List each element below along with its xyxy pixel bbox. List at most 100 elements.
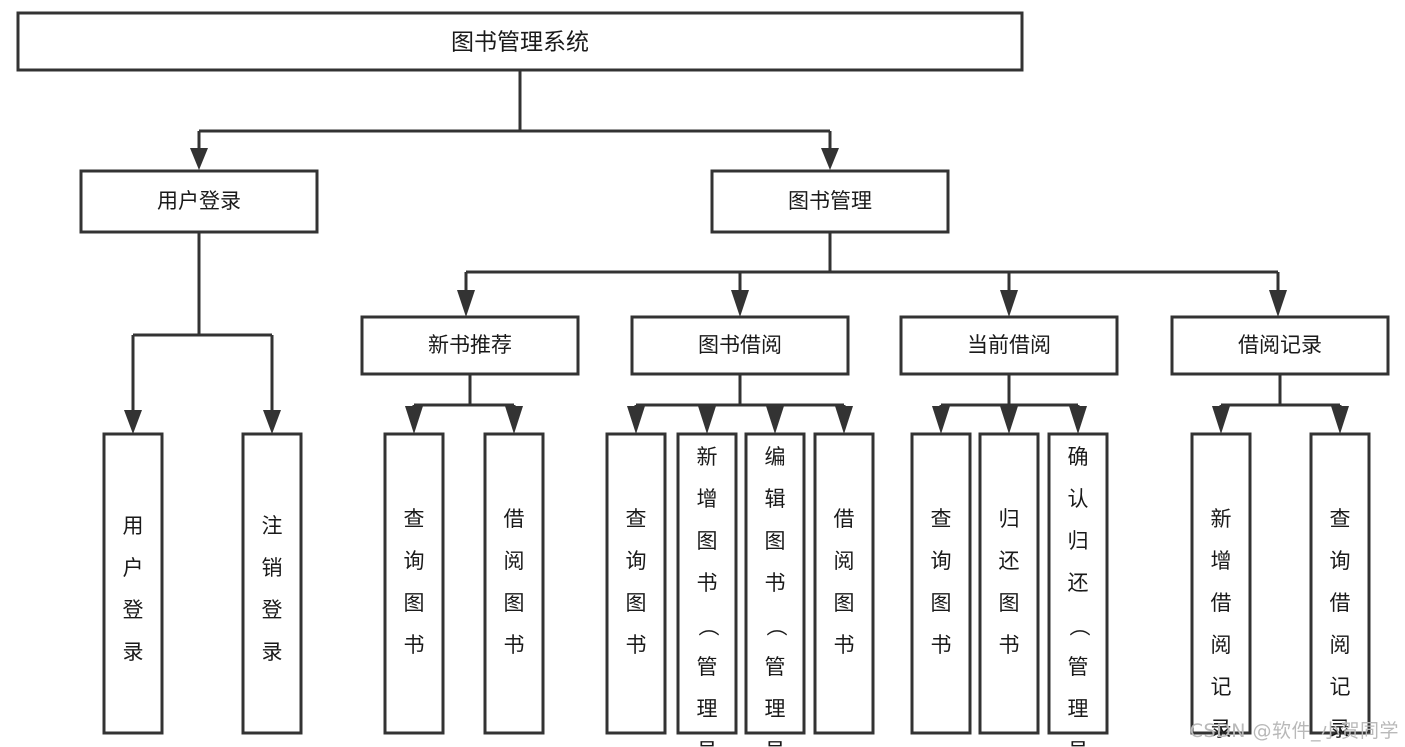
node-root-system[interactable]: 图书管理系统 (16, 11, 1024, 72)
leaf-label-char: 询 (1330, 549, 1351, 573)
leaf-box-bookborrow-query[interactable] (605, 432, 667, 735)
arrow-head-leaf-logout (263, 410, 281, 434)
arrow-head-user-login (190, 148, 208, 170)
node-box-current-borrow[interactable] (899, 315, 1119, 376)
leaf-label-char: 理 (697, 697, 718, 721)
leaf-label-char: 注 (262, 514, 283, 538)
node-box-book-borrow[interactable] (630, 315, 850, 376)
arrow-head-currentborrow-leaf-1 (932, 406, 950, 434)
node-user-login[interactable]: 用户登录 (79, 169, 319, 234)
leaf-label-char: 理 (1068, 697, 1089, 721)
leaf-label-char: 管 (697, 655, 718, 679)
leaf-label-char: 辑 (765, 487, 786, 511)
arrow-head-current-borrow (1000, 290, 1018, 317)
leaf-box-user-login-login[interactable] (102, 432, 164, 735)
leaf-box-currentborrow-return[interactable] (978, 432, 1040, 735)
leaf-box-borrowrecord-add[interactable] (1190, 432, 1252, 735)
leaf-node-user-login-login[interactable]: 用户登录 (102, 432, 164, 735)
arrow-head-newbook-leaf-2 (505, 406, 523, 434)
node-label-borrow-record: 借阅记录 (1238, 333, 1322, 357)
node-label-new-book-recommend: 新书推荐 (428, 333, 512, 357)
arrow-head-borrowrecord-leaf-1 (1212, 406, 1230, 434)
leaf-label-char: 阅 (504, 549, 525, 573)
leaf-label-char: 图 (404, 591, 425, 615)
leaf-label-char: 理 (765, 697, 786, 721)
leaf-label-char: 询 (626, 549, 647, 573)
node-box-book-management[interactable] (710, 169, 950, 234)
leaf-box-bookborrow-borrow[interactable] (813, 432, 875, 735)
leaf-label-char: 员 (765, 739, 786, 747)
leaf-box-currentborrow-query[interactable] (910, 432, 972, 735)
node-current-borrow[interactable]: 当前借阅 (899, 315, 1119, 376)
arrow-head-newbook-leaf-1 (405, 406, 423, 434)
leaf-label-char: 认 (1068, 487, 1089, 511)
leaf-box-bookborrow-add[interactable] (676, 432, 738, 735)
leaf-label-char: 新 (1211, 507, 1232, 531)
leaf-label-char: 查 (931, 507, 952, 531)
arrow-head-bookborrow-leaf-2 (698, 406, 716, 434)
node-box-borrow-record[interactable] (1170, 315, 1390, 376)
node-label-root: 图书管理系统 (451, 30, 589, 56)
leaf-label-char: 书 (626, 633, 647, 657)
leaf-label-char: 阅 (1211, 633, 1232, 657)
leaf-label-char: 书 (931, 633, 952, 657)
leaf-label-char: 记 (1330, 675, 1351, 699)
leaf-label-char: 查 (626, 507, 647, 531)
node-box-new-book-recommend[interactable] (360, 315, 580, 376)
leaf-label-char: 书 (697, 571, 718, 595)
node-borrow-record[interactable]: 借阅记录 (1170, 315, 1390, 376)
node-box-root[interactable] (16, 11, 1024, 72)
leaf-label-char: 图 (697, 529, 718, 553)
leaf-label-char: 询 (404, 549, 425, 573)
arrow-head-book-mgmt (821, 148, 839, 170)
arrow-head-book-borrow (731, 290, 749, 317)
leaf-box-user-login-logout[interactable] (241, 432, 303, 735)
leaf-label-char: 确 (1068, 445, 1089, 469)
leaf-box-newbook-borrow[interactable] (483, 432, 545, 735)
leaf-label-char: 查 (404, 507, 425, 531)
leaf-box-currentborrow-confirm[interactable] (1047, 432, 1109, 735)
arrow-head-bookborrow-leaf-3 (766, 406, 784, 434)
node-new-book-recommend[interactable]: 新书推荐 (360, 315, 580, 376)
leaf-box-newbook-query[interactable] (383, 432, 445, 735)
leaf-label-char: 还 (1068, 571, 1089, 595)
leaf-box-bookborrow-edit[interactable] (744, 432, 806, 735)
arrow-head-borrow-record (1269, 290, 1287, 317)
leaf-label-char: 员 (1068, 739, 1089, 747)
leaf-label-char: 户 (123, 556, 144, 580)
leaf-label-char: 图 (504, 591, 525, 615)
leaf-box-borrowrecord-query[interactable] (1309, 432, 1371, 735)
leaf-label-char: 录 (262, 640, 283, 664)
leaf-label-char: （ (696, 616, 720, 637)
arrow-head-bookborrow-leaf-1 (627, 406, 645, 434)
leaf-label-char: 图 (765, 529, 786, 553)
leaf-label-char: 还 (999, 549, 1020, 573)
leaf-label-char: 图 (834, 591, 855, 615)
node-box-user-login[interactable] (79, 169, 319, 234)
arrow-head-borrowrecord-leaf-2 (1331, 406, 1349, 434)
leaf-label-char: 图 (931, 591, 952, 615)
watermark: CSDN @软件_小贺同学 (1189, 720, 1399, 742)
leaf-label-char: 图 (626, 591, 647, 615)
node-book-management[interactable]: 图书管理 (710, 169, 950, 234)
node-book-borrow[interactable]: 图书借阅 (630, 315, 850, 376)
leaf-label-char: 销 (262, 556, 283, 580)
leaf-label-char: 借 (504, 507, 525, 531)
node-label-current-borrow: 当前借阅 (967, 333, 1051, 357)
